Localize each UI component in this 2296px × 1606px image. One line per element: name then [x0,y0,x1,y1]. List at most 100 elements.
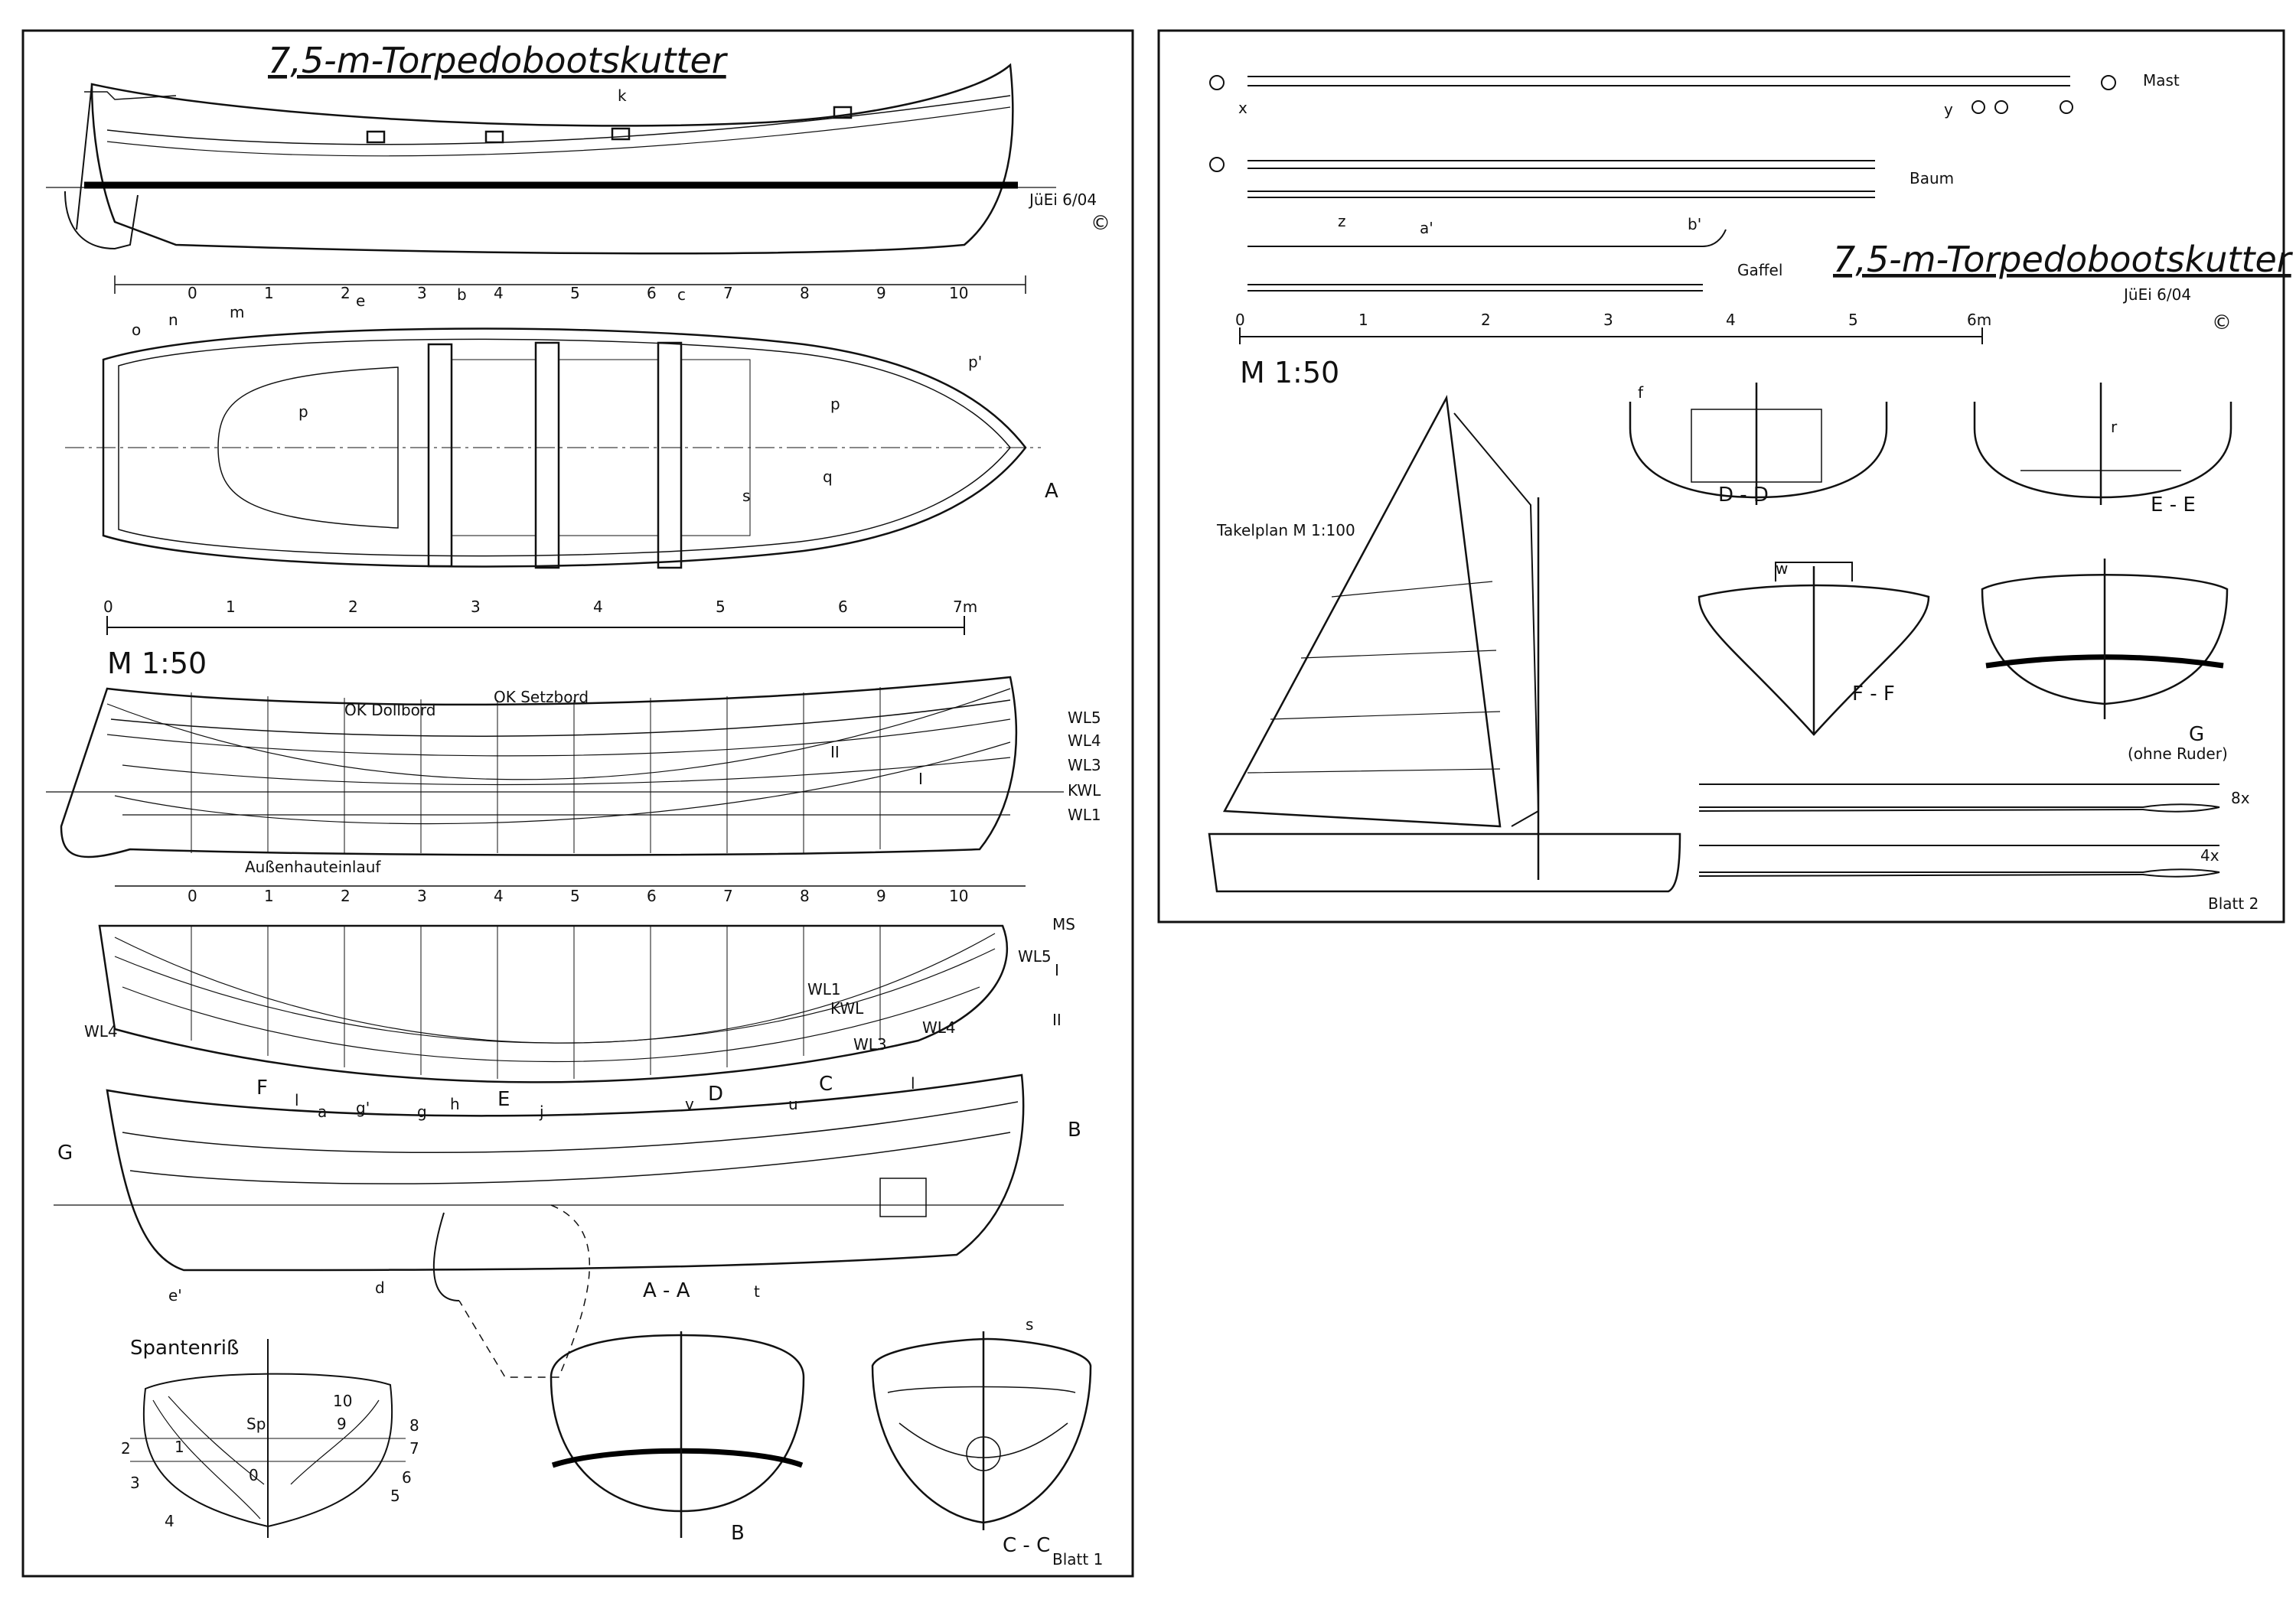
svg-text:l: l [911,1074,915,1093]
svg-text:I: I [1055,961,1059,979]
svg-text:2: 2 [1481,311,1491,329]
sheet1-sheet-label: Blatt 1 [1052,1550,1103,1569]
svg-text:p': p' [968,353,982,371]
sheet1-frame [21,29,1134,1578]
svg-text:II: II [1052,1011,1062,1029]
svg-text:e: e [356,292,365,310]
svg-text:10: 10 [333,1392,352,1410]
section-aa-view [550,1331,805,1538]
svg-text:2: 2 [121,1439,131,1458]
body-plan-numbers: 10 9 8 7 6 5 4 3 2 1 0 [121,1392,419,1530]
metric-numbers-sheet2: 0 1 2 3 4 5 6m [1235,311,1991,329]
svg-text:WL4: WL4 [1068,731,1101,750]
svg-text:10: 10 [949,284,968,302]
frame-numbers-top: 0 1 2 3 4 5 6 7 8 9 10 [188,284,968,302]
svg-text:KWL: KWL [1068,781,1101,800]
svg-text:F: F [256,1077,268,1099]
sheet1-signature: JüEi 6/04 [1028,191,1097,209]
svg-text:WL1: WL1 [807,980,841,998]
sp-label: Sp [246,1415,266,1433]
svg-text:Mast: Mast [2143,71,2180,90]
spantenriss-label: Spantenriß [130,1337,239,1360]
cc-label: C - C [1003,1534,1050,1557]
svg-text:e': e' [168,1286,182,1305]
svg-text:MS: MS [1052,915,1075,933]
svg-text:D: D [708,1083,723,1106]
side-elevation [46,63,1056,255]
svg-text:p: p [298,402,308,421]
svg-text:m: m [230,303,244,321]
svg-text:1: 1 [264,887,274,905]
svg-text:B: B [1068,1119,1081,1142]
svg-text:Außenhauteinlauf: Außenhauteinlauf [245,858,381,876]
svg-text:8: 8 [409,1416,419,1435]
svg-text:6: 6 [647,887,657,905]
svg-text:7: 7 [409,1439,419,1458]
sheet2-copyright: © [2212,311,2232,334]
svg-text:Baum: Baum [1910,169,1954,187]
svg-text:5: 5 [716,598,726,616]
svg-text:7: 7 [723,284,733,302]
svg-text:WL1: WL1 [1068,806,1101,824]
svg-text:I: I [918,770,923,788]
svg-text:WL4: WL4 [922,1018,956,1037]
svg-text:0: 0 [188,887,197,905]
svg-text:8: 8 [800,887,810,905]
label-k: k [618,86,627,105]
svg-text:6: 6 [838,598,848,616]
label-r: r [2111,418,2118,436]
sail-plan [1208,394,1681,893]
svg-text:0: 0 [249,1466,259,1484]
svg-text:G: G [57,1142,73,1165]
svg-text:4: 4 [494,284,504,302]
svg-text:WL3: WL3 [853,1035,887,1054]
svg-text:a: a [318,1103,327,1121]
svg-text:5: 5 [570,284,580,302]
metric-scale-sheet1 [106,616,965,635]
svg-text:KWL: KWL [830,999,864,1018]
svg-text:1: 1 [174,1438,184,1456]
svg-text:6: 6 [402,1468,412,1487]
svg-text:3: 3 [417,887,427,905]
sheet1-copyright: © [1091,212,1110,235]
svg-text:6: 6 [647,284,657,302]
deck-letters: o n m e b c p' p p s q [132,285,982,505]
svg-text:5: 5 [390,1487,400,1505]
svg-text:3: 3 [471,598,481,616]
svg-text:g: g [417,1103,427,1121]
body-plan [130,1339,406,1538]
metric-numbers-sheet1: 0 1 2 3 4 5 6 7m [103,598,977,616]
view-g [1981,559,2229,719]
svg-text:OK Setzbord: OK Setzbord [494,688,589,706]
half-breadth-plan [98,924,1009,1083]
dd-label: D - D [1718,484,1769,507]
svg-text:4: 4 [165,1512,174,1530]
svg-text:5: 5 [570,887,580,905]
oars-4x: 4x [2200,846,2219,865]
svg-text:q: q [823,467,833,486]
spars [1209,75,2116,292]
svg-text:WL5: WL5 [1018,947,1052,966]
svg-text:E: E [497,1088,510,1111]
svg-text:4: 4 [1726,311,1736,329]
section-arrow-a: A [1045,480,1058,503]
svg-text:x: x [1238,99,1247,117]
svg-text:9: 9 [876,887,886,905]
label-w: w [1776,559,1788,578]
svg-text:3: 3 [130,1474,140,1492]
sheet2-signature: JüEi 6/04 [2122,285,2191,304]
oars-8x: 8x [2231,789,2250,807]
svg-text:3: 3 [417,284,427,302]
svg-text:9: 9 [337,1415,347,1433]
label-s: s [1026,1315,1033,1334]
svg-text:v: v [685,1095,694,1113]
sheet1-title: 7,5-m-Torpedobootskutter [268,40,729,81]
svg-text:WL3: WL3 [1068,756,1101,774]
sheet2-frame [1157,29,2285,924]
frame-scale-top [114,275,1026,294]
section-ff-view [1698,562,1930,736]
svg-text:c: c [677,285,686,304]
svg-text:y: y [1944,100,1953,119]
svg-text:j: j [539,1103,544,1121]
